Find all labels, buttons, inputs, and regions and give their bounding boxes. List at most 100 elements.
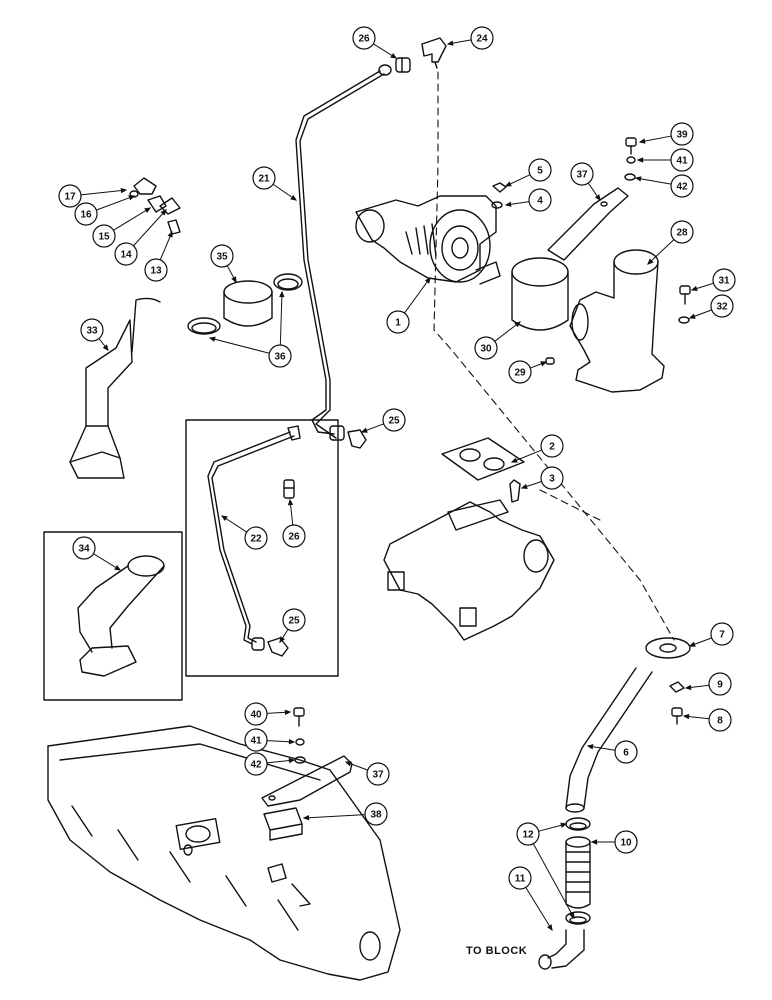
callout-c34: 34	[72, 536, 96, 560]
callout-number: 6	[623, 748, 629, 759]
callout-circle	[268, 344, 292, 368]
callout-number: 5	[537, 166, 543, 177]
leader-arrow-c12	[560, 822, 568, 828]
callout-circle	[710, 294, 734, 318]
callout-number: 3	[549, 474, 555, 485]
hose-10	[565, 836, 591, 909]
callout-circle	[114, 242, 138, 266]
callout-number: 37	[576, 170, 588, 181]
leader-arrow-c34	[114, 565, 122, 571]
callout-circle	[708, 708, 732, 732]
leader-arrow-c13	[167, 230, 173, 238]
leader-arrow-c6	[586, 744, 594, 750]
callout-c7: 7	[710, 622, 734, 646]
callout-circle	[570, 162, 594, 186]
callout-circle	[352, 26, 376, 50]
stud-3	[509, 479, 521, 503]
callout-circle	[244, 702, 268, 726]
callout-c32: 32	[710, 294, 734, 318]
leader-arrow-c10	[590, 839, 598, 845]
callout-number: 32	[716, 302, 728, 313]
leader-arrow-c42b	[288, 757, 296, 764]
leader-arrow-c11	[547, 924, 553, 932]
leader-arrow-c4	[504, 201, 512, 207]
leader-line-c2	[511, 449, 542, 463]
callout-circle	[614, 830, 638, 854]
callout-c35: 35	[210, 244, 234, 268]
leader-line-c17	[80, 189, 127, 196]
callout-number: 42	[250, 760, 262, 771]
callout-circle	[540, 466, 564, 490]
callouts: 1234567891011121314151617212224252526262…	[58, 26, 736, 890]
callout-circle	[508, 360, 532, 384]
callout-c40: 40	[244, 702, 268, 726]
callout-c42a: 42	[670, 174, 694, 198]
callout-c31: 31	[712, 268, 736, 292]
callout-circle	[282, 524, 306, 548]
callout-c39: 39	[670, 122, 694, 146]
leader-arrow-c16	[128, 195, 136, 201]
leader-arrow-c21	[290, 194, 298, 201]
clamp-12-upper	[565, 817, 591, 831]
pipe-30	[511, 257, 569, 331]
callout-circle	[670, 174, 694, 198]
callout-circle	[72, 536, 96, 560]
leader-arrow-c28	[647, 258, 654, 265]
callout-circle	[708, 672, 732, 696]
callout-c24: 24	[470, 26, 494, 50]
oil-return-tube	[565, 667, 653, 813]
flange-7	[645, 637, 691, 659]
callout-circle	[470, 26, 494, 50]
callout-c26b: 26	[282, 524, 306, 548]
callout-c16: 16	[74, 202, 98, 226]
callout-number: 25	[288, 616, 300, 627]
callout-c26a: 26	[352, 26, 376, 50]
leader-arrow-c37b	[344, 761, 352, 767]
elbow-11	[538, 929, 585, 970]
leader-line-c12	[532, 843, 575, 919]
callout-circle	[670, 122, 694, 146]
fitting-26-inset	[283, 479, 295, 499]
callout-circle	[244, 728, 268, 752]
callout-circle	[58, 184, 82, 208]
callout-circle	[540, 434, 564, 458]
bracket-37-upper	[547, 187, 629, 261]
callout-number: 22	[250, 534, 262, 545]
leader-arrow-c15	[144, 207, 152, 213]
leader-line-c30	[494, 321, 521, 342]
callout-c42b: 42	[244, 752, 268, 776]
hose-35	[223, 280, 273, 327]
callout-number: 30	[480, 344, 492, 355]
callout-number: 39	[676, 130, 688, 141]
callout-c37a: 37	[570, 162, 594, 186]
leader-arrow-c1	[424, 276, 431, 284]
bolt-39	[625, 137, 637, 155]
leader-arrow-c14	[160, 209, 167, 216]
callout-number: 9	[717, 680, 723, 691]
callout-c1: 1	[386, 310, 410, 334]
callout-circle	[244, 752, 268, 776]
leader-line-c36	[279, 291, 283, 346]
spacer-38	[263, 807, 303, 841]
callout-c22: 22	[244, 526, 268, 550]
leader-arrow-c25a	[360, 427, 368, 433]
nut-5	[492, 182, 507, 193]
washer-42	[624, 173, 636, 181]
dashed-assembly-lines	[433, 71, 675, 641]
callout-c5: 5	[528, 158, 552, 182]
callout-number: 14	[120, 250, 132, 261]
callout-c17: 17	[58, 184, 82, 208]
leader-line-c42a	[635, 177, 672, 185]
leader-arrow-c12	[569, 912, 575, 920]
clamp-12-lower	[565, 911, 591, 925]
leader-arrow-c8	[682, 713, 690, 720]
callout-c11: 11	[508, 866, 532, 890]
callout-number: 38	[370, 810, 382, 821]
callout-circle	[144, 258, 168, 282]
callout-circle	[364, 802, 388, 826]
leader-arrow-c38	[302, 815, 310, 821]
callout-circle	[386, 310, 410, 334]
leader-arrow-c26a	[390, 53, 398, 59]
callout-circle	[92, 224, 116, 248]
